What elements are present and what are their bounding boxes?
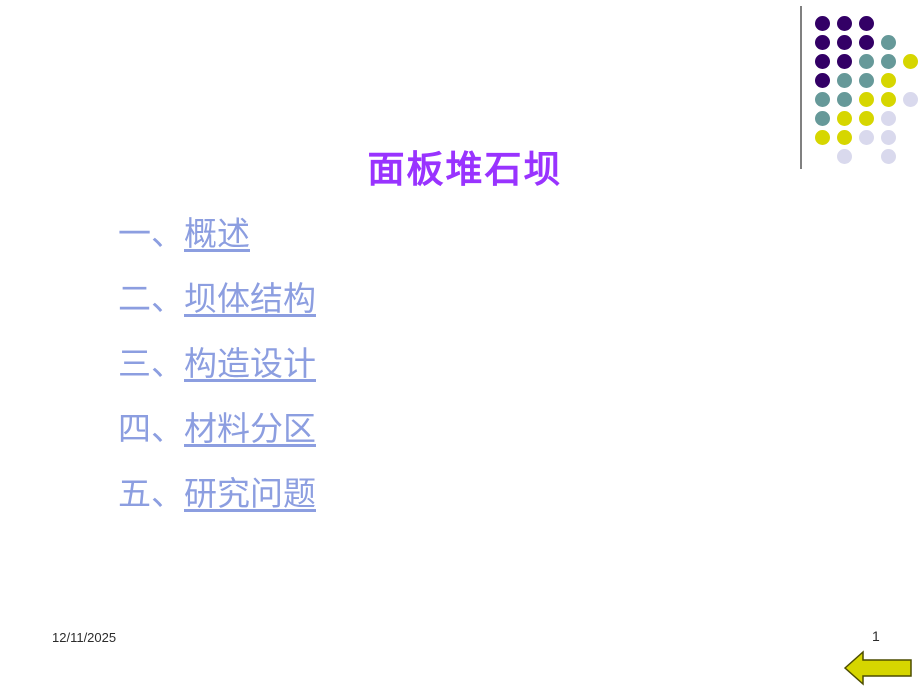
decoration-vertical-rule xyxy=(800,6,802,169)
decoration-dot xyxy=(859,54,874,69)
decoration-dot xyxy=(815,92,830,107)
decoration-dot xyxy=(815,130,830,145)
toc-item-1-number: 一、 xyxy=(118,214,184,253)
toc-item-5-link[interactable]: 研究问题 xyxy=(184,474,316,513)
toc-item-2: 二、 坝体结构 xyxy=(118,272,718,337)
footer-date: 12/11/2025 xyxy=(52,630,117,645)
slide-title: 面板堆石坝 xyxy=(367,148,563,191)
decoration-dot xyxy=(903,92,918,107)
decoration-dot xyxy=(859,73,874,88)
decoration-dot xyxy=(881,35,896,50)
decoration-dot xyxy=(837,92,852,107)
decoration-dot xyxy=(859,35,874,50)
toc-item-3: 三、 构造设计 xyxy=(118,337,718,402)
decoration-dot xyxy=(837,111,852,126)
decoration-dot xyxy=(859,92,874,107)
slide-decoration xyxy=(795,0,920,175)
toc-item-2-number: 二、 xyxy=(118,279,184,318)
back-arrow-button[interactable] xyxy=(843,648,913,688)
decoration-dot xyxy=(837,130,852,145)
toc-item-3-number: 三、 xyxy=(118,344,184,383)
arrow-left-icon xyxy=(843,650,912,686)
decoration-dot xyxy=(881,111,896,126)
decoration-dot xyxy=(815,35,830,50)
toc-item-1: 一、 概述 xyxy=(118,207,718,272)
toc-item-4-number: 四、 xyxy=(118,409,184,448)
decoration-dot xyxy=(859,16,874,31)
toc-item-2-link[interactable]: 坝体结构 xyxy=(184,279,316,318)
footer-page-number: 1 xyxy=(872,628,880,644)
decoration-dot xyxy=(837,149,852,164)
decoration-dot xyxy=(815,54,830,69)
decoration-dot xyxy=(837,16,852,31)
decoration-dot xyxy=(881,54,896,69)
decoration-dot xyxy=(881,149,896,164)
decoration-dot xyxy=(837,73,852,88)
toc-item-5: 五、 研究问题 xyxy=(118,467,718,532)
decoration-dot xyxy=(903,54,918,69)
decoration-dot xyxy=(815,111,830,126)
decoration-dot xyxy=(859,111,874,126)
toc-item-5-number: 五、 xyxy=(118,474,184,513)
decoration-dot xyxy=(881,92,896,107)
decoration-dot xyxy=(837,35,852,50)
decoration-dot xyxy=(815,16,830,31)
toc-item-1-link[interactable]: 概述 xyxy=(184,214,250,253)
table-of-contents: 一、 概述 二、 坝体结构 三、 构造设计 四、 材料分区 五、 研究问题 xyxy=(118,207,718,532)
decoration-dot xyxy=(859,130,874,145)
toc-item-4: 四、 材料分区 xyxy=(118,402,718,467)
decoration-dot xyxy=(815,73,830,88)
toc-item-3-link[interactable]: 构造设计 xyxy=(184,344,316,383)
decoration-dot xyxy=(837,54,852,69)
decoration-dot xyxy=(881,73,896,88)
decoration-dot xyxy=(881,130,896,145)
toc-item-4-link[interactable]: 材料分区 xyxy=(184,409,316,448)
